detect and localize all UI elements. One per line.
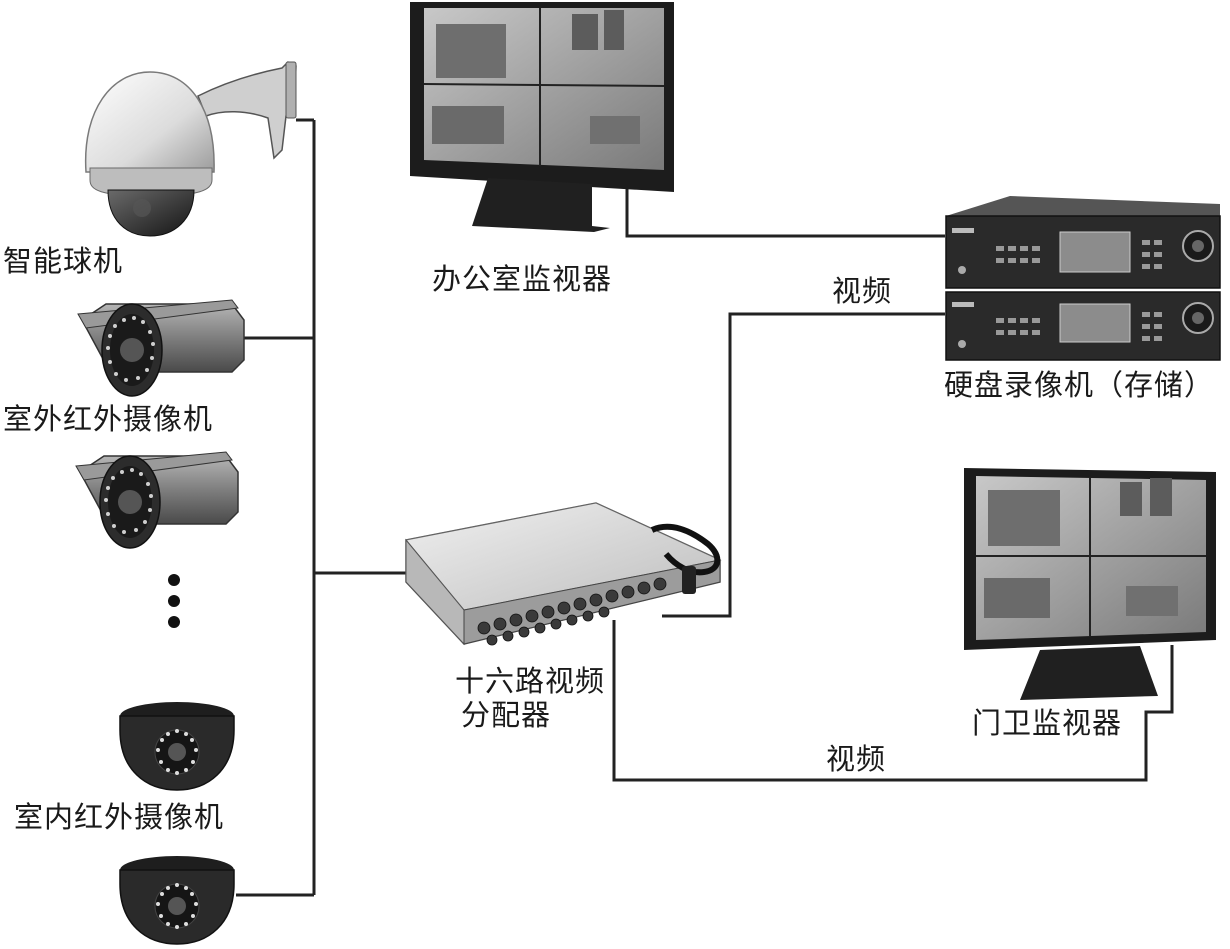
label-office-monitor: 办公室监视器: [432, 262, 613, 296]
label-splitter-line1: 十六路视频: [454, 664, 605, 698]
ptz-dome-camera-icon: [84, 61, 297, 237]
label-splitter-line2: 分配器: [460, 698, 551, 732]
line-splitter-to-gate-monitor: [612, 620, 1174, 782]
label-dome-ptz: 智能球机: [3, 244, 124, 278]
label-video-to-dvr: 视频: [832, 274, 893, 308]
lcd-monitor-icon: [964, 468, 1216, 700]
connection-lines: [236, 118, 1174, 897]
line-splitter-to-dvr: [662, 312, 945, 618]
dvr-recorder-icon: [945, 291, 1221, 361]
indoor-dome-camera-icon: [119, 702, 235, 791]
bullet-ir-camera-icon: [75, 451, 239, 549]
label-video-to-gate: 视频: [826, 742, 887, 776]
bullet-ir-camera-icon: [77, 299, 245, 397]
indoor-dome-camera-icon: [119, 856, 235, 945]
lcd-monitor-icon: [410, 2, 674, 232]
dvr-recorder-icon: [945, 196, 1221, 289]
line-office-monitor-to-dvr: [625, 188, 945, 238]
label-dvr: 硬盘录像机（存储）: [944, 368, 1215, 402]
label-gate-monitor: 门卫监视器: [972, 706, 1123, 740]
video-splitter-icon: [405, 502, 722, 646]
label-outdoor-ir-camera: 室外红外摄像机: [3, 402, 214, 436]
ellipsis-dots-icon: [168, 574, 180, 628]
label-indoor-ir-camera: 室内红外摄像机: [14, 800, 225, 834]
